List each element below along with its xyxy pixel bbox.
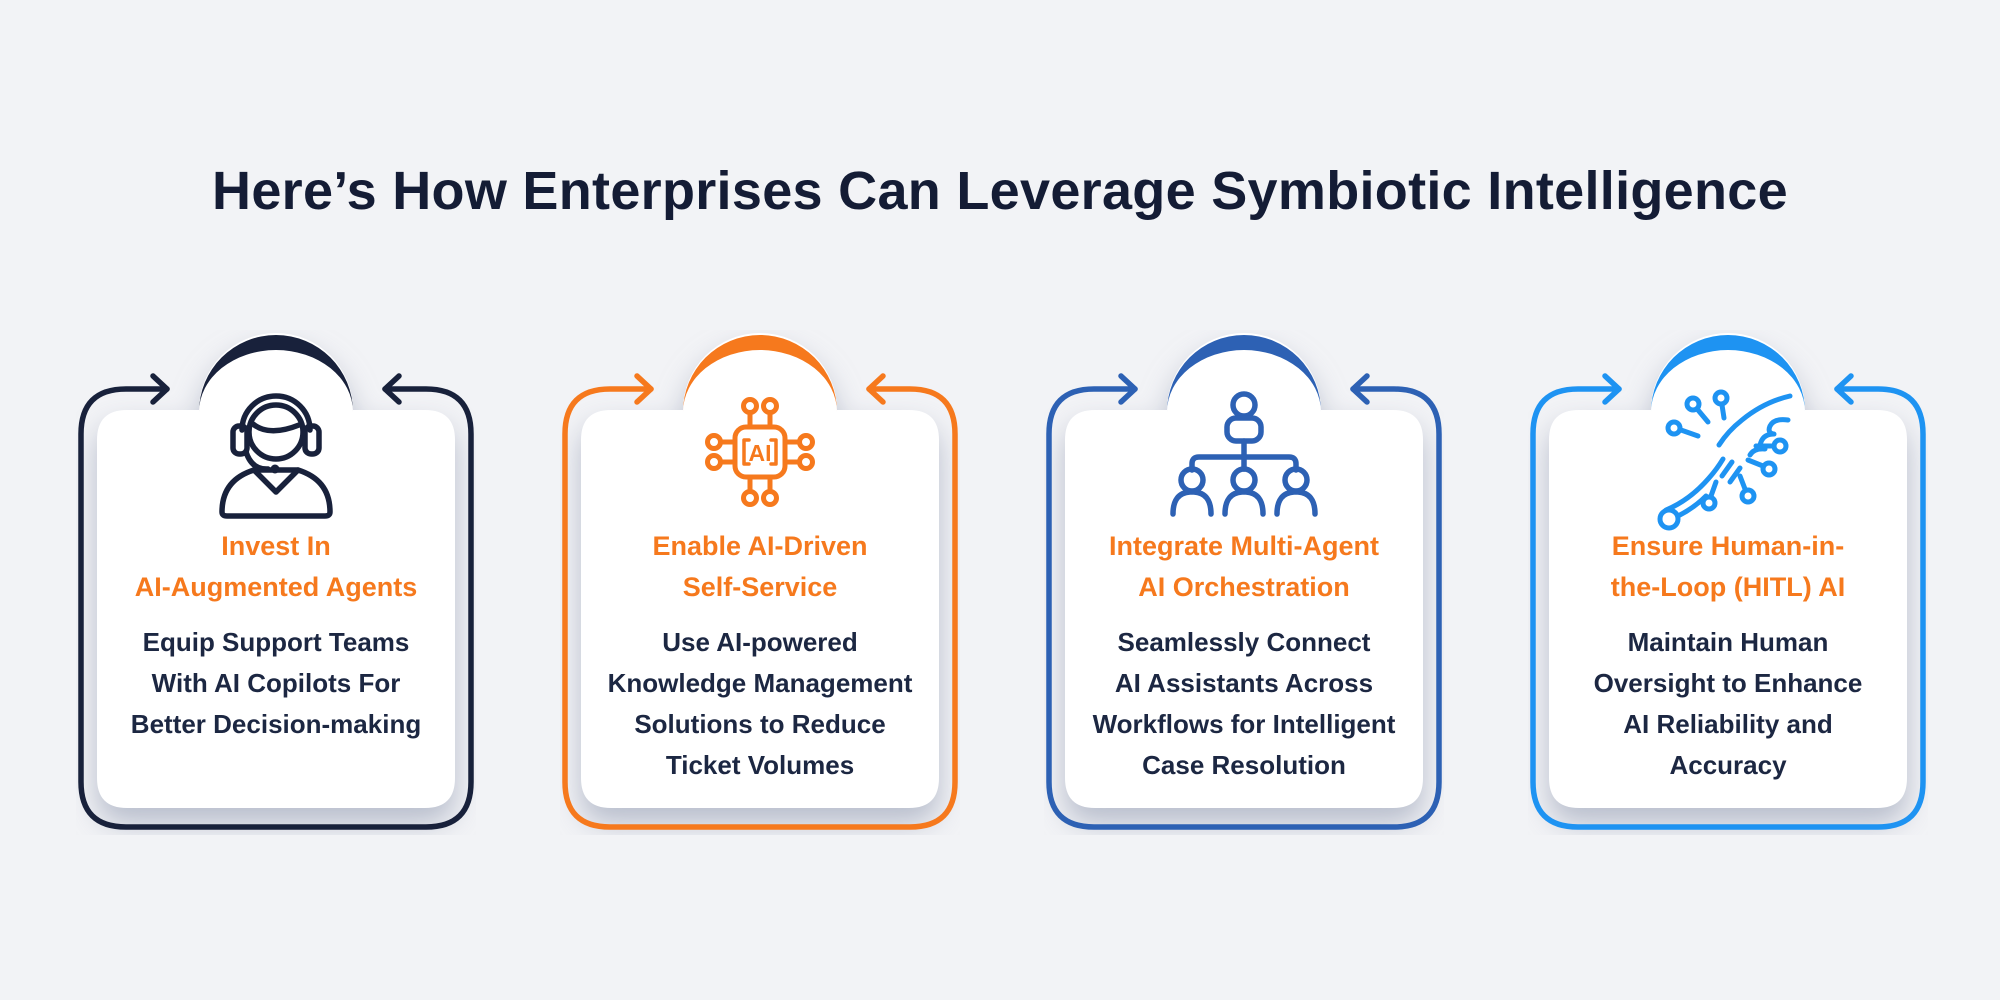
- heading-line: Self-Service: [682, 572, 838, 602]
- body-line: Oversight to Enhance: [1593, 668, 1863, 698]
- card-border: [562, 386, 958, 830]
- cards-row: Invest In AI-Augmented Agents Equip Supp…: [76, 330, 1928, 835]
- support-agent-headset-icon: [219, 393, 333, 519]
- card-body: Maintain Human Oversight to Enhance AI R…: [1550, 622, 1906, 786]
- card-border: [1046, 386, 1442, 830]
- arrow-left-pointing-icon: [1834, 373, 1854, 405]
- chip-label: AI: [749, 440, 772, 466]
- arrow-left-pointing-icon: [382, 373, 402, 405]
- card-panel: [581, 333, 939, 808]
- card-body: Seamlessly Connect AI Assistants Across …: [1066, 622, 1422, 786]
- card-text-block: Invest In AI-Augmented Agents Equip Supp…: [98, 526, 454, 745]
- card-frame: AI: [562, 333, 958, 830]
- card-heading: Ensure Human-in- the-Loop (HITL) AI: [1550, 526, 1906, 608]
- body-line: AI Assistants Across: [1114, 668, 1374, 698]
- heading-line: Integrate Multi-Agent: [1109, 531, 1379, 561]
- arch-crest: [683, 335, 837, 412]
- multi-agent-hierarchy-icon: [1170, 391, 1318, 517]
- card-body: Use AI-powered Knowledge Management Solu…: [582, 622, 938, 786]
- arrow-left-pointing-icon: [866, 373, 886, 405]
- arrow-right-pointing-icon: [634, 373, 654, 405]
- card-frame: [1530, 333, 1926, 830]
- body-line: Knowledge Management: [607, 668, 913, 698]
- infographic-title: Here’s How Enterprises Can Leverage Symb…: [212, 161, 1788, 221]
- body-line: Equip Support Teams: [142, 627, 410, 657]
- body-line: Case Resolution: [1142, 750, 1346, 780]
- card-panel: [1549, 333, 1907, 808]
- body-line: Use AI-powered: [662, 627, 858, 657]
- card-text-block: Integrate Multi-Agent AI Orchestration S…: [1066, 526, 1422, 786]
- arch-crest: [1651, 335, 1805, 412]
- card-integrate-multi-agent-orchestration: Integrate Multi-Agent AI Orchestration S…: [1044, 330, 1444, 835]
- body-line: AI Reliability and: [1623, 709, 1833, 739]
- body-line: Accuracy: [1669, 750, 1787, 780]
- card-body: Equip Support Teams With AI Copilots For…: [98, 622, 454, 745]
- arrow-right-pointing-icon: [150, 373, 170, 405]
- card-invest-ai-augmented-agents: Invest In AI-Augmented Agents Equip Supp…: [76, 330, 476, 835]
- card-frame: [1046, 333, 1442, 830]
- body-line: Seamlessly Connect: [1117, 627, 1371, 657]
- body-line: Better Decision-making: [130, 709, 422, 739]
- card-ensure-human-in-the-loop-ai: Ensure Human-in- the-Loop (HITL) AI Main…: [1528, 330, 1928, 835]
- heading-line: the-Loop (HITL) AI: [1610, 572, 1846, 602]
- card-border: [1530, 386, 1926, 830]
- arrow-right-pointing-icon: [1118, 373, 1138, 405]
- body-line: Ticket Volumes: [665, 750, 855, 780]
- card-heading: Invest In AI-Augmented Agents: [98, 526, 454, 608]
- card-panel: [1065, 333, 1423, 808]
- body-line: Maintain Human: [1627, 627, 1829, 657]
- card-panel: [97, 333, 455, 808]
- body-line: Workflows for Intelligent: [1092, 709, 1396, 739]
- heading-line: Ensure Human-in-: [1611, 531, 1845, 561]
- arrow-left-pointing-icon: [1350, 373, 1370, 405]
- heading-line: Invest In: [221, 531, 331, 561]
- arch-crest: [1167, 335, 1321, 412]
- card-enable-ai-driven-self-service: AI Enable AI-Driven Self-Service: [560, 330, 960, 835]
- ai-chip-icon: AI: [705, 397, 815, 507]
- heading-line: AI Orchestration: [1138, 572, 1350, 602]
- card-heading: Enable AI-Driven Self-Service: [582, 526, 938, 608]
- body-line: Solutions to Reduce: [634, 709, 886, 739]
- arrow-right-pointing-icon: [1602, 373, 1622, 405]
- heading-line: AI-Augmented Agents: [134, 572, 418, 602]
- human-in-the-loop-hand-circuit-icon: [1657, 389, 1793, 531]
- card-heading: Integrate Multi-Agent AI Orchestration: [1066, 526, 1422, 608]
- card-frame: [78, 333, 474, 830]
- arch-crest: [199, 335, 353, 412]
- heading-line: Enable AI-Driven: [652, 531, 868, 561]
- body-line: With AI Copilots For: [151, 668, 401, 698]
- card-border: [78, 386, 474, 830]
- card-text-block: Ensure Human-in- the-Loop (HITL) AI Main…: [1550, 526, 1906, 786]
- card-text-block: Enable AI-Driven Self-Service Use AI-pow…: [582, 526, 938, 786]
